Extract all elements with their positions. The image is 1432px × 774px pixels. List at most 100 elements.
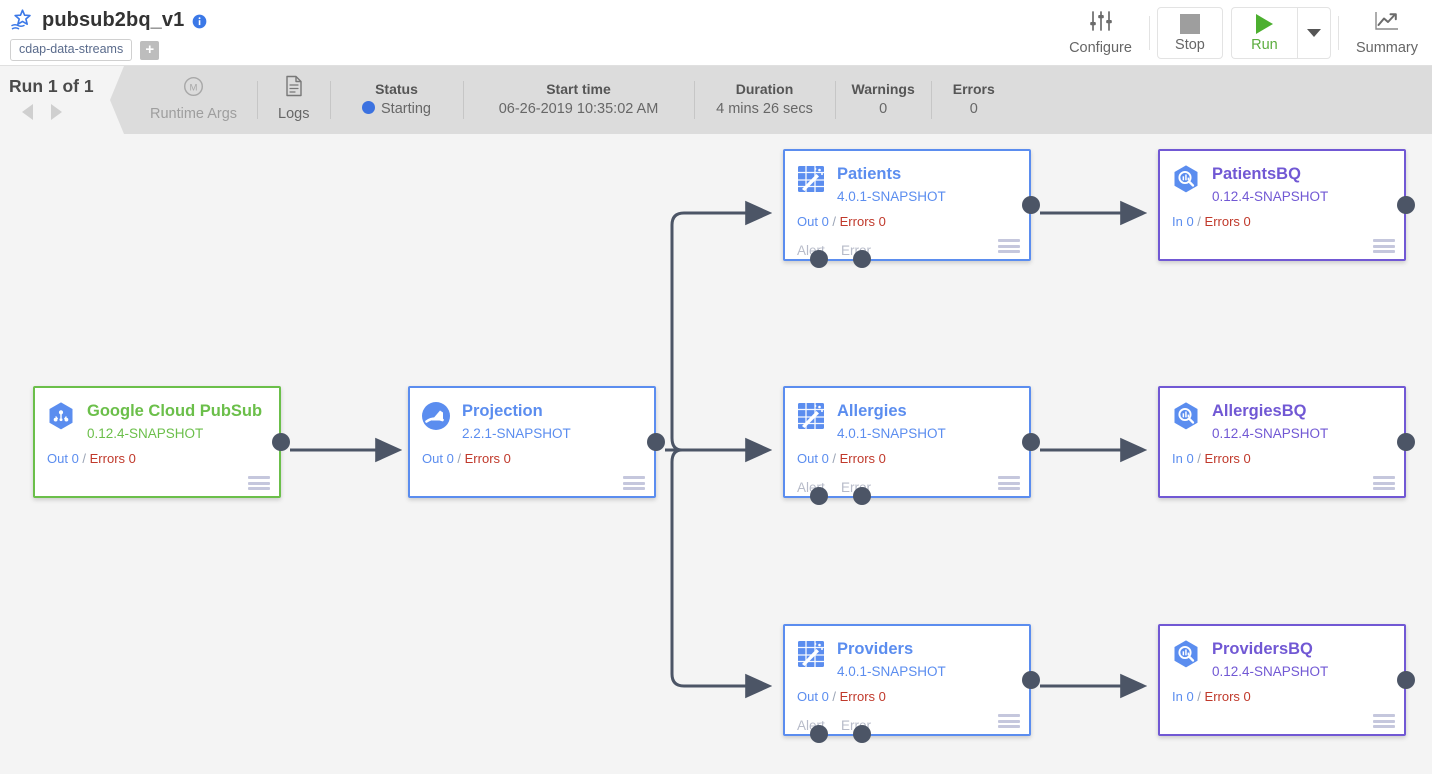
node-pubsub[interactable]: Google Cloud PubSub 0.12.4-SNAPSHOT Out … <box>33 386 290 498</box>
bigquery-icon <box>1170 400 1202 432</box>
node-title: Projection <box>462 402 543 420</box>
error-port[interactable] <box>853 250 871 268</box>
status-value: Starting <box>381 101 431 117</box>
node-version: 0.12.4-SNAPSHOT <box>87 426 204 441</box>
node-projection[interactable]: Projection 2.2.1-SNAPSHOT Out 0 / Errors… <box>408 386 665 498</box>
node-providersbq[interactable]: ProvidersBQ 0.12.4-SNAPSHOT In 0 / Error… <box>1158 624 1415 736</box>
node-allergiesbq[interactable]: AllergiesBQ 0.12.4-SNAPSHOT In 0 / Error… <box>1158 386 1415 498</box>
bigquery-icon <box>1170 163 1202 195</box>
metric-separator: / <box>453 451 465 466</box>
logs-label: Logs <box>278 106 310 122</box>
info-icon[interactable] <box>192 14 207 29</box>
runbar-divider-3 <box>462 81 464 119</box>
run-button[interactable]: Run <box>1230 7 1297 59</box>
output-port[interactable] <box>1397 433 1415 451</box>
metric-in: In 0 <box>1172 451 1194 466</box>
output-port[interactable] <box>1022 196 1040 214</box>
node-patients[interactable]: Patients 4.0.1-SNAPSHOT Out 0 / Errors 0… <box>783 149 1040 268</box>
error-port[interactable] <box>853 725 871 743</box>
output-port[interactable] <box>1022 433 1040 451</box>
node-version: 4.0.1-SNAPSHOT <box>837 189 946 204</box>
output-port[interactable] <box>1022 671 1040 689</box>
metric-errors: Errors 0 <box>839 214 886 229</box>
node-title: Allergies <box>837 402 907 420</box>
toolbar-divider-2 <box>1337 16 1339 50</box>
metric-errors: Errors 0 <box>1204 689 1251 704</box>
run-options-button[interactable] <box>1296 7 1331 59</box>
hamburger-menu-icon[interactable] <box>998 239 1020 253</box>
runtime-args-label: Runtime Args <box>150 105 238 122</box>
node-version: 4.0.1-SNAPSHOT <box>837 664 946 679</box>
hamburger-menu-icon[interactable] <box>1373 476 1395 490</box>
node-metrics: In 0 / Errors 0 <box>1160 682 1404 704</box>
node-version: 2.2.1-SNAPSHOT <box>462 426 571 441</box>
run-status-bar: Run 1 of 1 M Runtime Args <box>0 66 1432 134</box>
stop-button[interactable]: Stop <box>1156 7 1223 59</box>
alert-port[interactable] <box>810 487 828 505</box>
runbar-divider-1 <box>257 81 259 119</box>
warnings-cell: Warnings 0 <box>836 66 931 134</box>
hamburger-menu-icon[interactable] <box>998 714 1020 728</box>
add-tag-button[interactable]: + <box>140 40 160 60</box>
output-port[interactable] <box>1397 196 1415 214</box>
configure-button[interactable]: Configure <box>1059 5 1142 61</box>
wrangler-icon <box>795 400 827 432</box>
metric-separator: / <box>1193 214 1205 229</box>
play-triangle-icon <box>1255 13 1273 34</box>
hamburger-menu-icon[interactable] <box>248 476 270 490</box>
status-badge: Starting <box>362 99 431 120</box>
run-label: Run <box>1251 36 1278 53</box>
runbar-divider-5 <box>834 81 836 119</box>
node-metrics: Out 0 / Errors 0 <box>410 444 654 466</box>
metric-separator: / <box>1193 689 1205 704</box>
document-icon <box>284 75 304 102</box>
hamburger-menu-icon[interactable] <box>1373 714 1395 728</box>
error-port[interactable] <box>853 487 871 505</box>
node-patientsbq[interactable]: PatientsBQ 0.12.4-SNAPSHOT In 0 / Errors… <box>1158 149 1415 261</box>
node-version: 4.0.1-SNAPSHOT <box>837 426 946 441</box>
metric-in: Out 0 <box>47 451 79 466</box>
runbar-divider-6 <box>930 81 932 119</box>
macro-m-icon: M <box>183 76 204 102</box>
metric-in: Out 0 <box>797 214 829 229</box>
metric-separator: / <box>1193 451 1205 466</box>
pipeline-star-icon <box>10 8 34 32</box>
node-title: Patients <box>837 165 902 183</box>
node-title: Google Cloud PubSub <box>87 402 263 420</box>
hamburger-menu-icon[interactable] <box>1373 239 1395 253</box>
hamburger-menu-icon[interactable] <box>998 476 1020 490</box>
chevron-right-icon[interactable] <box>51 104 62 120</box>
header-toolbar: Configure Stop Run <box>1059 0 1428 66</box>
page-title: pubsub2bq_v1 <box>42 8 185 31</box>
stop-square-icon <box>1179 13 1200 34</box>
output-port[interactable] <box>272 433 290 451</box>
runbar-notch <box>110 66 124 134</box>
output-port[interactable] <box>1397 671 1415 689</box>
chevron-down-icon <box>1306 29 1321 37</box>
alert-port[interactable] <box>810 725 828 743</box>
node-version: 0.12.4-SNAPSHOT <box>1212 189 1329 204</box>
summary-label: Summary <box>1355 40 1418 56</box>
alert-port[interactable] <box>810 250 828 268</box>
node-metrics: Out 0 / Errors 0 <box>35 444 279 466</box>
hamburger-menu-icon[interactable] <box>623 476 645 490</box>
node-allergies[interactable]: Allergies 4.0.1-SNAPSHOT Out 0 / Errors … <box>783 386 1040 505</box>
summary-button[interactable]: Summary <box>1346 5 1428 61</box>
warnings-value: 0 <box>879 101 888 117</box>
node-metrics: In 0 / Errors 0 <box>1160 207 1404 229</box>
start-time-cell: Start time 06-26-2019 10:35:02 AM <box>464 66 694 134</box>
runtime-args-button[interactable]: M Runtime Args <box>130 66 257 134</box>
node-metrics: In 0 / Errors 0 <box>1160 444 1404 466</box>
node-providers[interactable]: Providers 4.0.1-SNAPSHOT Out 0 / Errors … <box>783 624 1040 743</box>
pipeline-tag[interactable]: cdap-data-streams <box>10 39 133 61</box>
pipeline-canvas[interactable]: Google Cloud PubSub 0.12.4-SNAPSHOT Out … <box>0 134 1432 774</box>
run-selector: Run 1 of 1 <box>0 66 110 134</box>
chevron-left-icon[interactable] <box>22 104 33 120</box>
output-port[interactable] <box>647 433 665 451</box>
logs-button[interactable]: Logs <box>258 66 329 134</box>
status-dot-icon <box>362 101 375 114</box>
metric-errors: Errors 0 <box>839 689 886 704</box>
app-header: pubsub2bq_v1 cdap-data-streams + <box>0 0 1432 66</box>
metric-in: Out 0 <box>797 689 829 704</box>
toolbar-divider-1 <box>1148 16 1150 50</box>
